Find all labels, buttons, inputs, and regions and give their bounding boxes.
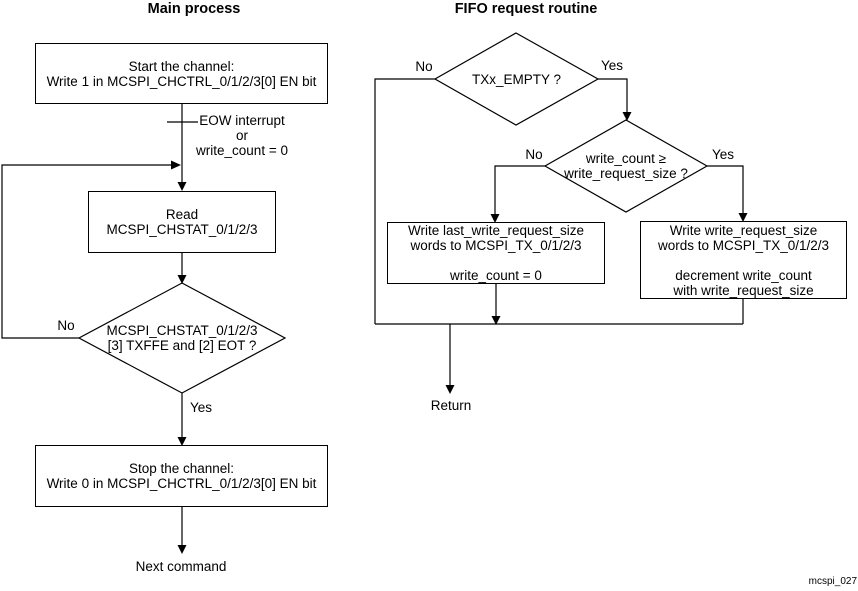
next-command-label: Next command	[135, 559, 227, 574]
figure-id-label: mcspi_027	[808, 576, 857, 587]
arrowheads	[171, 112, 748, 554]
flow-lines	[1, 78, 744, 545]
txx-empty-yes-label: Yes	[600, 58, 624, 73]
write-count-decision-label: write_count ≥ write_request_size ?	[564, 151, 688, 181]
txx-empty-decision-diamond	[433, 32, 600, 126]
write-request-size-box: Write write_request_size words to MCSPI_…	[640, 221, 847, 299]
txx-empty-no-label: No	[415, 59, 433, 74]
return-label: Return	[430, 398, 472, 413]
chstat-decision-label: MCSPI_CHSTAT_0/1/2/3 [3] TXFFE and [2] E…	[106, 323, 258, 353]
write-count-decision-diamond	[543, 119, 709, 213]
eow-interrupt-label: EOW interrupt or write_count = 0	[196, 113, 288, 158]
read-chstat-box: Read MCSPI_CHSTAT_0/1/2/3	[88, 191, 276, 253]
stop-channel-box: Stop the channel: Write 0 in MCSPI_CHCTR…	[35, 445, 328, 507]
fifo-routine-title: FIFO request routine	[454, 1, 598, 17]
write-count-yes-label: Yes	[711, 147, 735, 162]
start-channel-box: Start the channel: Write 1 in MCSPI_CHCT…	[35, 43, 328, 104]
chstat-decision-yes-label: Yes	[189, 400, 213, 415]
main-process-title: Main process	[147, 1, 241, 17]
write-last-request-size-box: Write last_write_request_size words to M…	[387, 222, 605, 284]
write-count-no-label: No	[525, 147, 543, 162]
txx-empty-decision-label: TXx_EMPTY ?	[471, 71, 562, 87]
chstat-decision-no-label: No	[57, 318, 75, 333]
